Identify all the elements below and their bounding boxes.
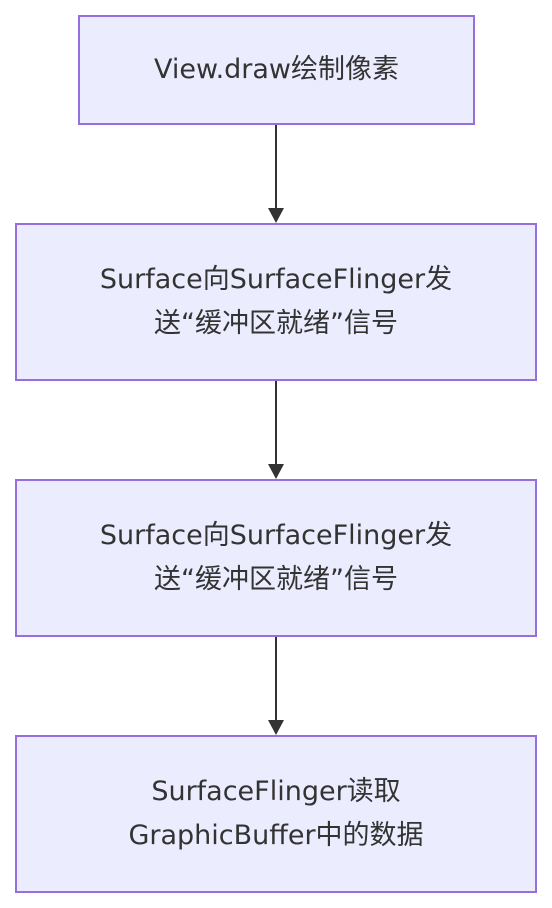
node-surface-signal-repeat: Surface向SurfaceFlinger发 送“缓冲区就绪”信号 [15,479,537,637]
node-3-line-1: Surface向SurfaceFlinger发 [99,520,453,551]
edge-3-to-4 [268,637,284,735]
node-4-line-2: GraphicBuffer中的数据 [128,820,424,851]
node-2-line-1: Surface向SurfaceFlinger发 [99,264,453,295]
node-surfaceflinger-read: SurfaceFlinger读取 GraphicBuffer中的数据 [15,735,537,893]
edge-2-to-3 [268,381,284,479]
node-surface-signal: Surface向SurfaceFlinger发 送“缓冲区就绪”信号 [15,223,537,381]
edge-1-arrowhead [268,208,284,223]
edge-2-arrowhead [268,464,284,479]
node-3-line-2: 送“缓冲区就绪”信号 [154,564,398,595]
node-1-line-1: View.draw绘制像素 [153,54,400,85]
edge-3-arrowhead [268,720,284,735]
node-view-draw: View.draw绘制像素 [78,15,475,125]
edge-1-to-2 [268,125,284,223]
node-2-line-2: 送“缓冲区就绪”信号 [154,308,398,339]
node-4-line-1: SurfaceFlinger读取 [151,776,401,807]
